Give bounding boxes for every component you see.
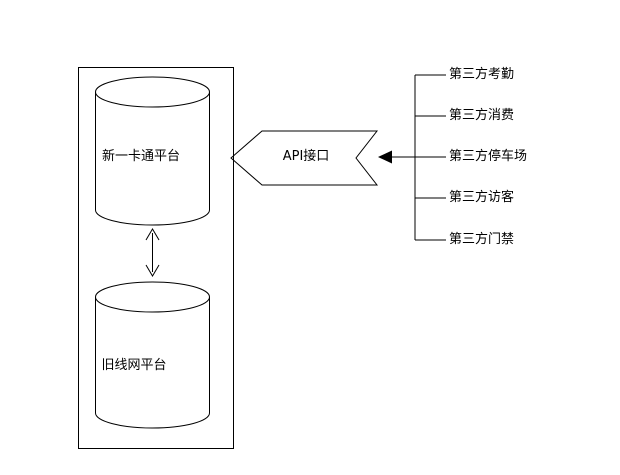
third-party-visitor-label: 第三方访客 (449, 190, 515, 205)
bottom-db-label: 旧线网平台 (101, 358, 167, 373)
third-party-to-api-arrow (378, 150, 415, 164)
platform-group-box (78, 67, 234, 449)
bottom-database-cylinder-icon (95, 281, 210, 429)
top-db-label: 新一卡通平台 (101, 149, 181, 164)
third-party-parking-label: 第三方停车场 (449, 149, 528, 164)
top-database-cylinder-icon (95, 76, 210, 226)
sync-double-arrow-icon (145, 228, 160, 277)
api-chevron-shape (230, 130, 379, 186)
third-party-access-control-label: 第三方门禁 (449, 232, 515, 247)
api-label: API接口 (282, 149, 330, 164)
third-party-attendance-label: 第三方考勤 (449, 67, 515, 82)
third-party-consumption-label: 第三方消费 (449, 108, 515, 123)
third-party-bracket (414, 74, 446, 241)
